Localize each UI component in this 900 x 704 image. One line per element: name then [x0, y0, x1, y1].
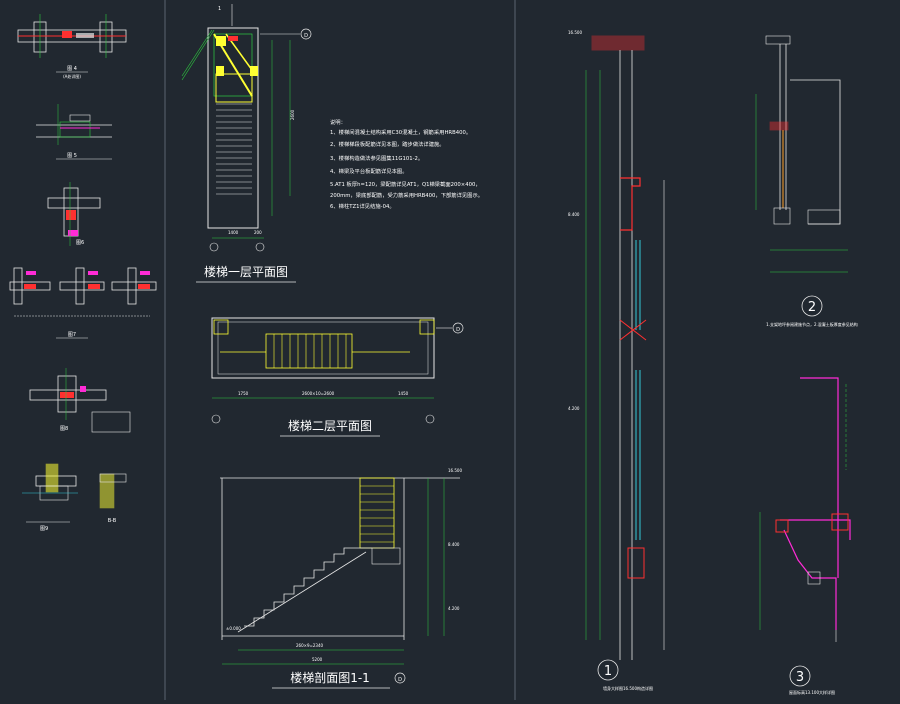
stair-section: 16.500 8.400 4.200 ±0.000 260×9=2340 520… [220, 468, 462, 689]
wall1-elev-top: 16.500 [568, 30, 582, 35]
stair-plan-2: D 1750 2600×10=2600 1450 楼梯二层平面图 [211, 317, 464, 437]
section-run-dim: 260×9=2340 [296, 643, 324, 648]
section-elev-top: 16.500 [448, 468, 462, 473]
note-line-5: 5.AT1 板厚h=120，梁配筋详见AT1，Q1梯梁截面200×400， [330, 180, 481, 188]
plan1-axis-marker: D [304, 33, 308, 39]
detail-3: 3 屋面标高13.100大样详图 [759, 377, 851, 695]
detail-caption-1: 墙身大样图16.500构造详图 [603, 685, 653, 691]
plan2-dim-left: 1750 [238, 391, 249, 396]
note-line-3: 3、楼梯构造做法参见图集11G101-2。 [330, 154, 423, 162]
section-upper-treads [360, 485, 394, 543]
title-stair-plan-2: 楼梯二层平面图 [288, 418, 372, 433]
section-elev-ground: ±0.000 [226, 626, 241, 631]
detail-fig8: 图8 [29, 368, 131, 433]
detail-caption-3: 屋面标高13.100大样详图 [789, 689, 835, 695]
fig4-label: 图 4 [67, 66, 77, 72]
detail-fig6: 图6 [47, 182, 101, 246]
detail-fig4: 图 4 (A处详图) [17, 14, 127, 79]
wall1-elev-mid: 8.400 [568, 212, 580, 217]
stair-plan-1: D 1 2600 1400 200 楼梯一层平面图 [181, 4, 312, 283]
section-total-dim: 5200 [312, 657, 323, 662]
section-elev-low: 4.200 [448, 606, 460, 611]
note-line-0: 说明： [330, 118, 346, 126]
fig7-label: 图7 [68, 332, 76, 338]
detail-caption-2: 1.支架地坪参阅建施节点，2.混凝土板厚度参见结构 [766, 321, 858, 327]
detail-fig9: 图9 B-B [22, 463, 127, 532]
note-line-6: 200mm，梁底部配筋，受力筋采用HRB400，下部筋详见图示。 [330, 191, 483, 199]
detail-marker-2: 2 [808, 300, 816, 315]
fig6-label: 图6 [76, 240, 84, 246]
detail-fig5: 图 5 [36, 104, 112, 160]
detail-marker-3: 3 [796, 670, 804, 685]
section-elev-mid: 8.400 [448, 542, 460, 547]
section-axis-marker: D [398, 677, 402, 683]
section-bb-label: B-B [108, 518, 117, 524]
fig8-label: 图8 [60, 426, 68, 432]
fig9-label: 图9 [40, 526, 48, 532]
fig4-sub: (A处详图) [63, 73, 81, 79]
title-stair-plan-1: 楼梯一层平面图 [204, 264, 288, 279]
wall-section-1: 16.500 8.400 4.200 1 墙身大样图16.500构造详图 [568, 30, 665, 691]
plan1-dim-b: 200 [254, 230, 262, 235]
note-line-7: 6、梯柱TZ1详见结施-04。 [330, 202, 395, 210]
detail-marker-1: 1 [604, 664, 612, 679]
axis-number-1: 1 [218, 6, 221, 12]
plan2-dim-middle: 2600×10=2600 [302, 391, 335, 396]
note-line-1: 1、楼梯间混凝土结构采用C30混凝土，钢筋采用HRB400。 [330, 128, 471, 136]
detail-2: 2 1.支架地坪参阅建施节点，2.混凝土板厚度参见结构 [755, 35, 858, 327]
plan2-dim-right: 1450 [398, 391, 409, 396]
note-line-4: 4、梯梁及平台板配筋详见本图。 [330, 167, 408, 175]
plan1-treads [216, 103, 252, 195]
plan2-treads [273, 334, 347, 368]
plan1-right-dim: 2600 [290, 109, 295, 120]
wall1-elev-low: 4.200 [568, 406, 580, 411]
notes-block: 说明： 1、楼梯间混凝土结构采用C30混凝土，钢筋采用HRB400。 2、楼梯梯… [330, 118, 483, 210]
detail-fig7: 图7 [9, 267, 157, 339]
plan1-dim-a: 1400 [228, 230, 239, 235]
title-stair-section: 楼梯剖面图1-1 [290, 670, 370, 685]
note-line-2: 2、楼梯梯段板配筋详见本图，踏步做法详建施。 [330, 140, 445, 148]
fig5-label: 图 5 [67, 153, 77, 159]
plan2-axis-marker: D [456, 327, 460, 333]
